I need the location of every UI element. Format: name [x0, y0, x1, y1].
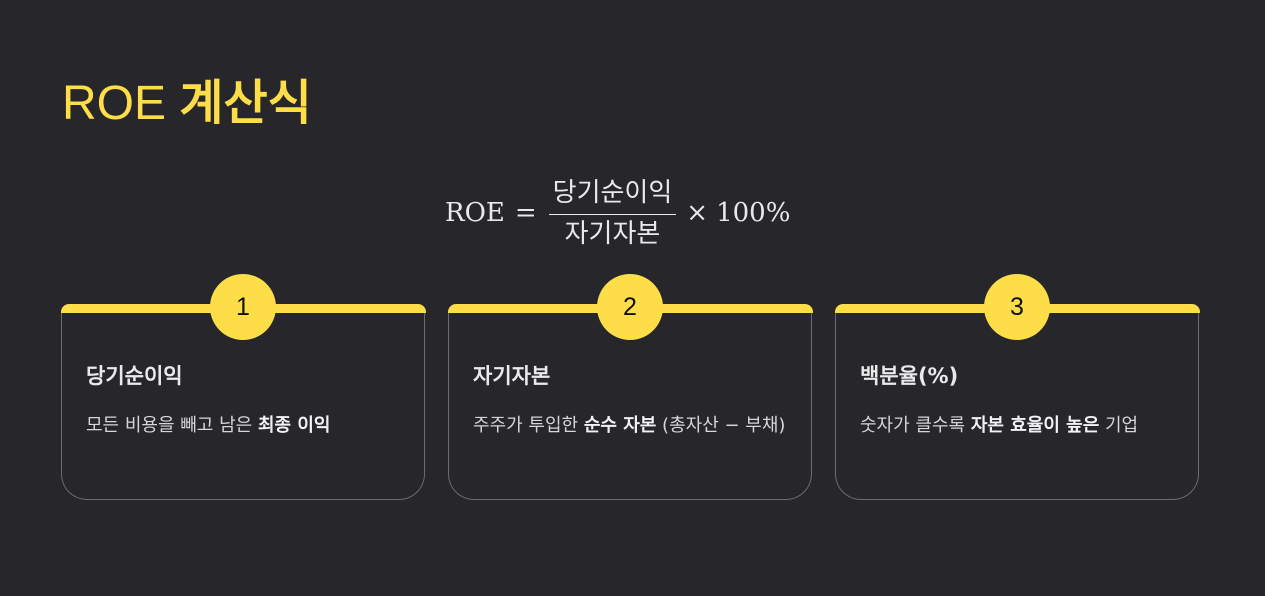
- page-title-latin: ROE: [62, 77, 167, 130]
- formula-denominator: 자기자본: [564, 218, 661, 249]
- card-description-tail: 기업: [1099, 415, 1139, 436]
- formula-multiplier: 100%: [716, 198, 791, 228]
- card-equity: 2 자기자본 주주가 투입한 순수 자본 (총자산 − 부채): [447, 274, 813, 500]
- card-description-text: 숫자가 클수록: [860, 415, 971, 436]
- card-net-income: 1 당기순이익 모든 비용을 빼고 남은 최종 이익: [60, 274, 426, 500]
- formula-numerator: 당기순이익: [548, 176, 677, 215]
- card-heading: 백분율(%): [860, 364, 959, 388]
- card-description: 모든 비용을 빼고 남은 최종 이익: [86, 408, 406, 443]
- formula-equals: =: [514, 198, 537, 228]
- card-description-tail: (총자산 − 부채): [656, 415, 786, 436]
- page-title-korean: 계산식: [179, 77, 312, 130]
- card-description: 숫자가 클수록 자본 효율이 높은 기업: [860, 408, 1180, 443]
- card-description-emphasis: 최종 이익: [257, 415, 331, 436]
- card-description: 주주가 투입한 순수 자본 (총자산 − 부채): [473, 408, 793, 443]
- card-percentage: 3 백분율(%) 숫자가 클수록 자본 효율이 높은 기업: [834, 274, 1200, 500]
- step-number-badge: 1: [210, 274, 276, 340]
- card-heading: 당기순이익: [86, 364, 183, 388]
- roe-formula: ROE = 당기순이익 자기자본 × 100%: [445, 170, 790, 256]
- formula-fraction: 당기순이익 자기자본: [548, 176, 677, 251]
- formula-times: ×: [686, 198, 709, 228]
- card-heading: 자기자본: [473, 364, 551, 388]
- formula-lhs: ROE: [445, 198, 505, 228]
- card-description-text: 주주가 투입한: [473, 415, 584, 436]
- page-title: ROE 계산식: [62, 72, 312, 136]
- card-description-emphasis: 자본 효율이 높은: [970, 415, 1100, 436]
- card-description-text: 모든 비용을 빼고 남은: [86, 415, 258, 436]
- card-description-emphasis: 순수 자본: [583, 415, 657, 436]
- step-number-badge: 3: [984, 274, 1050, 340]
- step-number-badge: 2: [597, 274, 663, 340]
